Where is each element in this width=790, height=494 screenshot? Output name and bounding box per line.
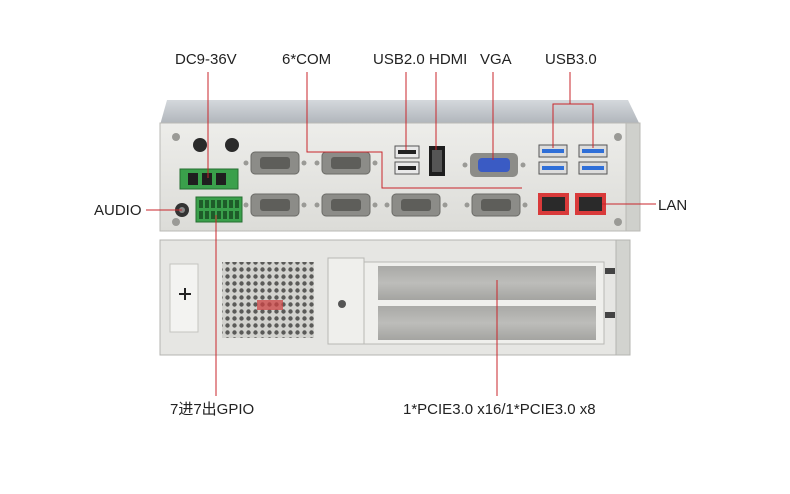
callout-lines (146, 72, 656, 396)
callout-usb3-b (570, 103, 594, 148)
usb3-ports (538, 144, 608, 175)
label-pcie: 1*PCIE3.0 x16/1*PCIE3.0 x8 (403, 401, 596, 418)
screw (614, 133, 622, 141)
callout-usb3 (552, 72, 571, 148)
top-lid (160, 100, 640, 125)
screw (172, 218, 180, 226)
label-com: 6*COM (282, 51, 332, 68)
pcie-bracket (327, 257, 365, 345)
label-vga: VGA (480, 51, 512, 68)
label-usb3: USB3.0 (545, 51, 597, 68)
hdmi-port (429, 146, 445, 176)
vga-port (462, 153, 526, 177)
callout-com (306, 72, 522, 189)
pcie-slot-1 (378, 266, 596, 300)
label-dc-power: DC9-36V (175, 51, 237, 68)
label-usb2: USB2.0 (373, 51, 425, 68)
label-audio: AUDIO (94, 202, 142, 219)
usb2-ports (394, 145, 420, 175)
label-gpio: 7进7出GPIO (170, 401, 255, 418)
lan-ports (538, 193, 606, 215)
pcie-slot-2 (378, 306, 596, 340)
label-lan: LAN (658, 197, 688, 214)
screw (172, 133, 180, 141)
power-button (193, 138, 207, 152)
gpio-terminal (195, 196, 243, 223)
screw (614, 218, 622, 226)
dc-terminal (179, 168, 239, 190)
label-hdmi: HDMI (429, 51, 468, 68)
